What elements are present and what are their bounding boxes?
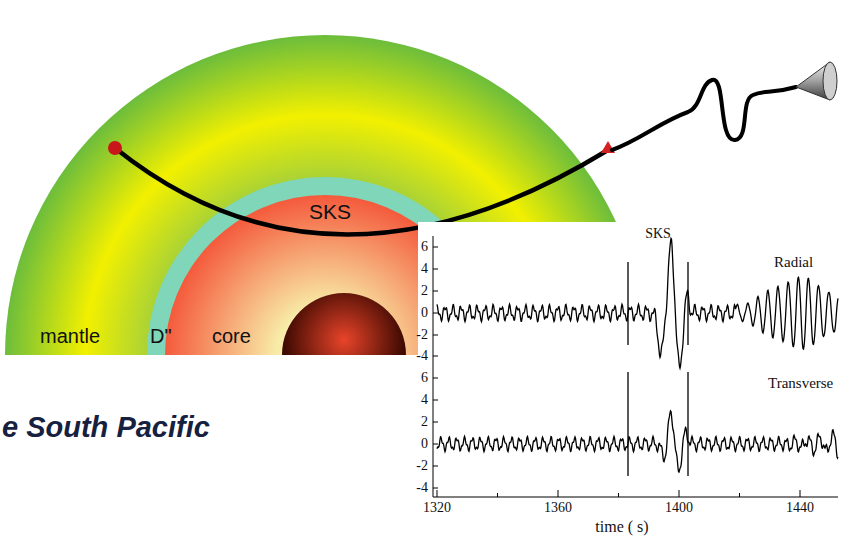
axis-tick-label: 1440 xyxy=(786,500,814,515)
axis-tick-label: -2 xyxy=(416,458,428,473)
axis-tick-label: 4 xyxy=(421,261,428,276)
tick-mark xyxy=(618,493,619,497)
tick-mark xyxy=(558,490,559,497)
tick-mark xyxy=(433,356,438,357)
axis-tick-label: 1360 xyxy=(544,500,572,515)
layer-label: core xyxy=(212,325,251,347)
sks-ray xyxy=(115,148,608,235)
tick-mark xyxy=(433,269,438,270)
axis-tick-label: 6 xyxy=(421,239,428,254)
tick-mark xyxy=(433,313,438,314)
axis-tick-label: 0 xyxy=(421,305,428,320)
tick-mark xyxy=(433,488,438,489)
earthquake-source xyxy=(108,141,122,155)
tick-mark xyxy=(437,490,438,497)
axis-tick-label: 1400 xyxy=(665,500,693,515)
axis-tick-label: 2 xyxy=(421,414,428,429)
tick-mark xyxy=(433,335,438,336)
tick-mark xyxy=(433,291,438,292)
sks-window-line xyxy=(627,372,628,476)
axis-tick-label: -4 xyxy=(416,480,428,495)
tick-mark xyxy=(679,490,680,497)
axis-tick-label: -4 xyxy=(416,348,428,363)
tick-mark xyxy=(433,466,438,467)
axis-title: time ( s) xyxy=(595,518,648,536)
axis-tick-label: -2 xyxy=(416,327,428,342)
axis-tick-label: 6 xyxy=(421,370,428,385)
axis-tick-label: 0 xyxy=(421,436,428,451)
wave-squiggle xyxy=(612,80,796,150)
sks-window-line xyxy=(687,372,688,476)
axis-tick-label: 2 xyxy=(421,283,428,298)
seismogram-panel xyxy=(418,222,850,544)
inner-core xyxy=(282,293,406,355)
seismometer-icon xyxy=(796,62,837,100)
tick-mark xyxy=(433,444,438,445)
component-label: Transverse xyxy=(768,375,833,392)
seismogram-plot xyxy=(433,236,850,497)
axis-tick-label: 1320 xyxy=(423,500,451,515)
phase-label: SKS xyxy=(645,226,671,241)
tick-mark xyxy=(433,400,438,401)
tick-mark xyxy=(433,378,438,379)
tick-mark xyxy=(497,493,498,497)
tick-mark xyxy=(800,490,801,497)
phase-label: SKS xyxy=(309,200,351,223)
tick-mark xyxy=(433,422,438,423)
slide-title-fragment: e South Pacific xyxy=(2,412,210,444)
component-label: Radial xyxy=(774,254,813,271)
tick-mark xyxy=(739,493,740,497)
radial-trace xyxy=(437,238,838,368)
tick-mark xyxy=(433,247,438,248)
sks-window-line xyxy=(627,262,628,345)
layer-label: D" xyxy=(150,325,172,347)
axis-tick-label: 4 xyxy=(421,392,428,407)
transverse-trace xyxy=(437,411,838,472)
layer-label: mantle xyxy=(40,325,100,347)
